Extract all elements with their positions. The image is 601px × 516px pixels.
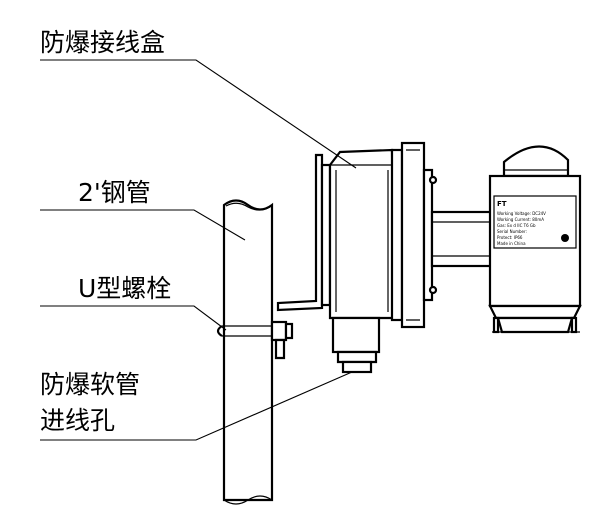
ex-mark-icon <box>561 234 569 242</box>
nameplate-line: Gas: Ex d IIC T6 Gb <box>497 223 536 228</box>
u-bolt <box>216 320 294 360</box>
nameplate: FT Working Voltage: DC24V Working Curren… <box>497 200 569 246</box>
leader-flex-conduit <box>40 371 353 441</box>
nameplate-line: Protect: IP66 <box>497 235 523 240</box>
nameplate-logo: FT <box>497 200 507 208</box>
label-u-bolt: U型螺栓 <box>78 274 172 303</box>
nameplate-line: Made in China <box>497 241 526 246</box>
nameplate-line: Serial Number: <box>497 229 527 234</box>
junction-box <box>328 141 438 329</box>
leader-u-bolt <box>40 305 227 331</box>
leader-steel-pipe <box>40 209 246 241</box>
label-cable-entry: 进线孔 <box>40 406 116 435</box>
connecting-tube <box>430 210 494 268</box>
nameplate-line: Working Current: 80mA <box>497 217 544 222</box>
label-steel-pipe: 2'钢管 <box>78 178 151 207</box>
mounting-bracket <box>276 153 332 312</box>
steel-pipe <box>222 199 274 505</box>
nameplate-line: Working Voltage: DC24V <box>497 211 546 216</box>
label-junction-box: 防爆接线盒 <box>40 28 166 57</box>
cable-entry-fitting <box>331 316 381 374</box>
leader-lines <box>40 59 357 441</box>
label-flex-conduit: 防爆软管 <box>40 370 141 399</box>
leader-junction-box <box>40 59 357 169</box>
